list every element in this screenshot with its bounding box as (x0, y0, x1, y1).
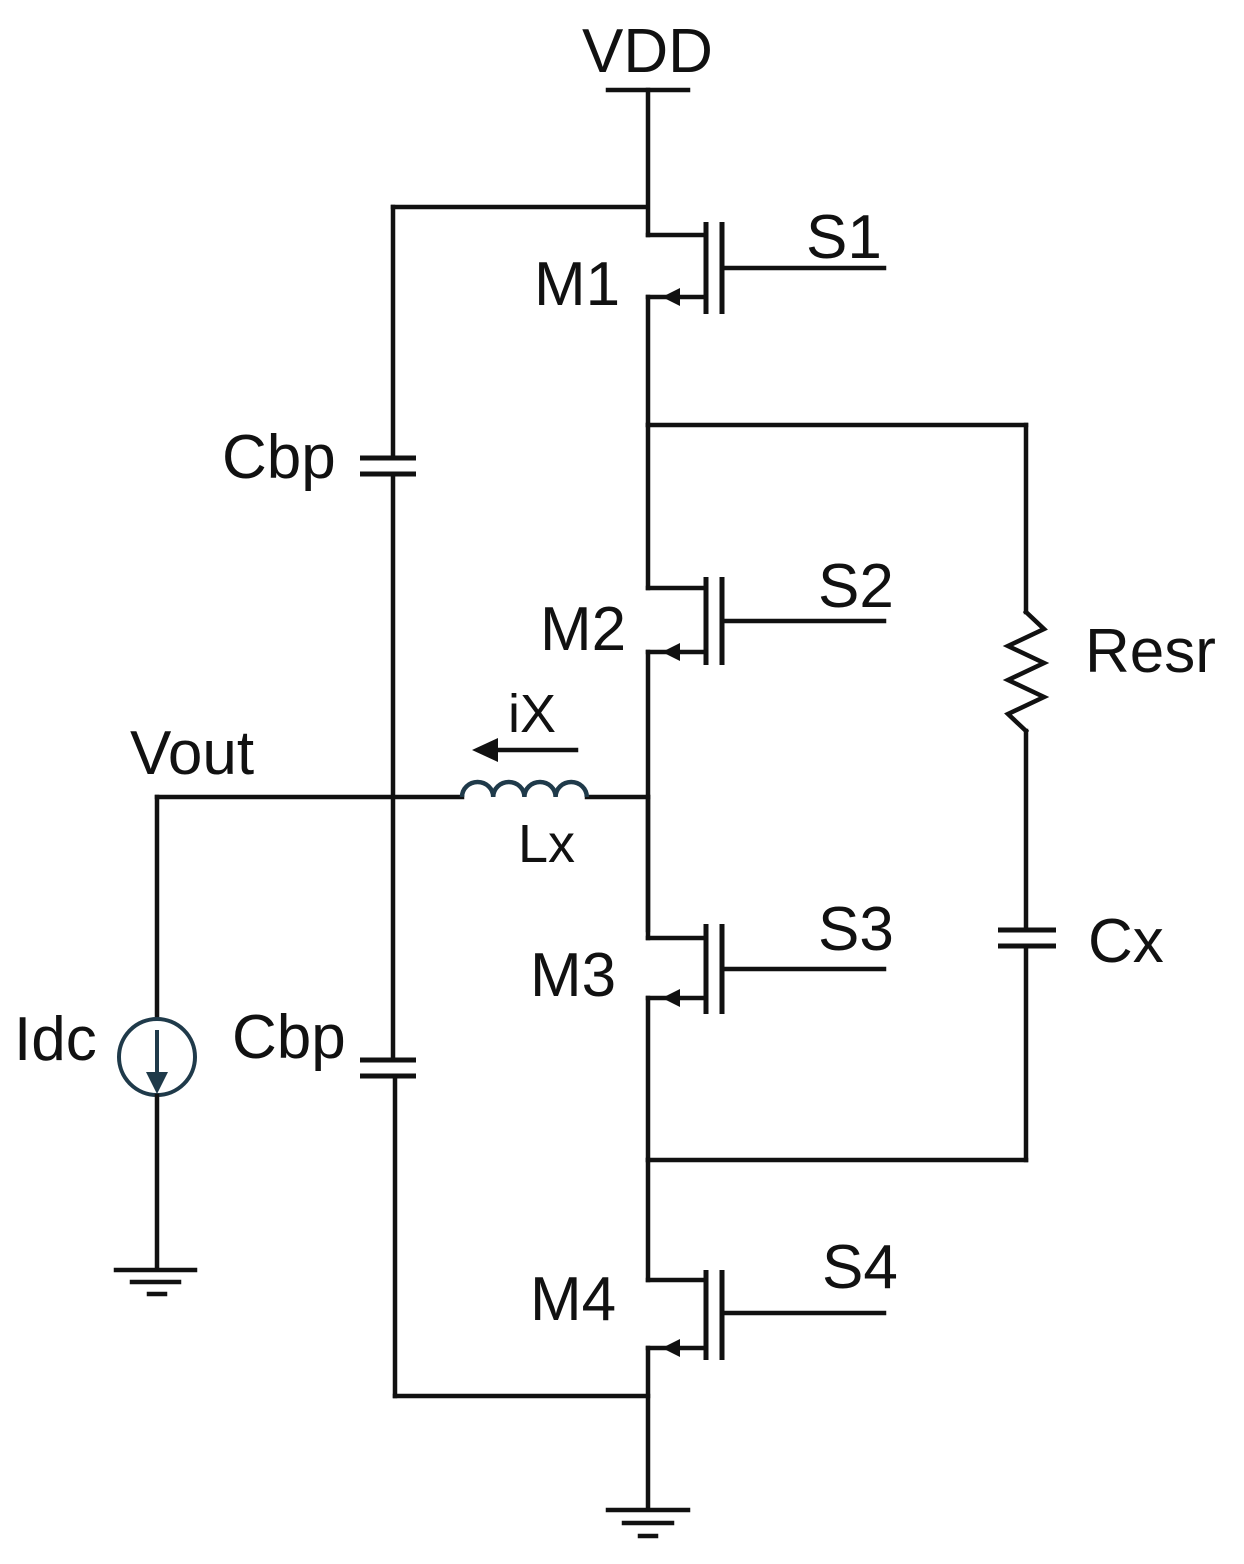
m4-arrow-icon (662, 1339, 680, 1357)
cbp-top-wire (390, 204, 648, 1063)
vdd-label: VDD (582, 17, 713, 86)
idc-label: Idc (14, 1005, 97, 1074)
m4-label: M4 (530, 1265, 616, 1334)
resr-resistor (1002, 608, 1050, 735)
ground-bottom-icon (605, 1507, 691, 1539)
m2-arrow-icon (662, 643, 680, 661)
cbp-bottom-capacitor (360, 1057, 651, 1399)
cx-label: Cx (1088, 907, 1164, 976)
lx-label: Lx (518, 814, 575, 874)
s1-label: S1 (806, 203, 882, 272)
s4-label: S4 (822, 1233, 898, 1302)
m3-arrow-icon (662, 989, 680, 1007)
m1-arrow-icon (662, 288, 680, 306)
m1-transistor (645, 222, 887, 428)
resr-label: Resr (1085, 617, 1216, 686)
m2-transistor (645, 422, 887, 933)
ix-arrow-icon (472, 738, 579, 762)
ix-label: iX (508, 684, 556, 744)
s3-label: S3 (818, 895, 894, 964)
cbp-top-label: Cbp (222, 423, 336, 492)
m2-label: M2 (540, 595, 626, 664)
m3-label: M3 (530, 941, 616, 1010)
idc-current-source (117, 794, 197, 1271)
s2-label: S2 (818, 552, 894, 621)
cbp-bottom-label: Cbp (232, 1003, 346, 1072)
esr-branch (645, 422, 1056, 1163)
m4-transistor (645, 1157, 887, 1511)
ground-left-icon (113, 1267, 198, 1297)
m3-transistor (645, 794, 887, 1163)
idc-arrow-icon (146, 1072, 168, 1094)
vout-label: Vout (130, 719, 254, 788)
cbp-top-capacitor (360, 455, 416, 477)
vdd-terminal (605, 87, 691, 238)
m1-label: M1 (534, 250, 620, 319)
lx-inductor (459, 779, 590, 798)
